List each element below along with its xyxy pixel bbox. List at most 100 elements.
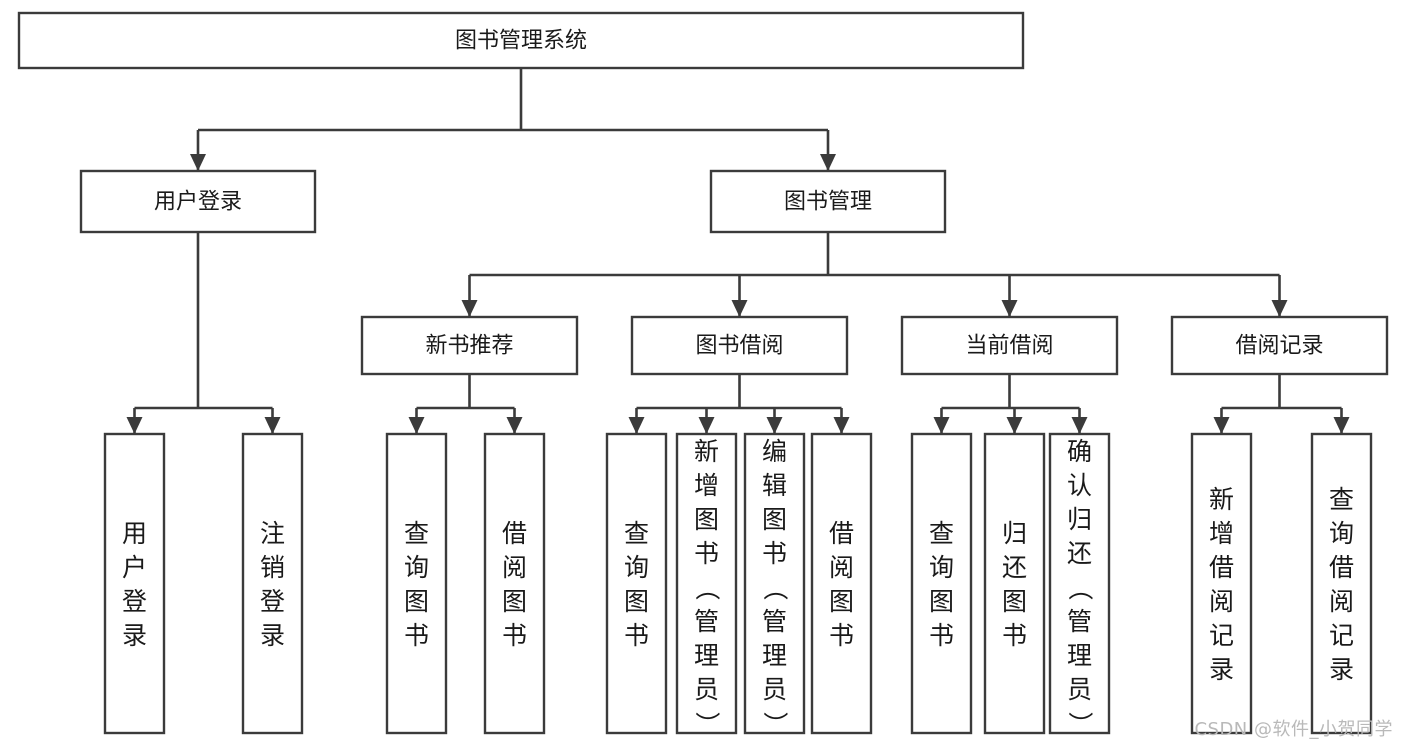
node-label-leaf-confirm-return-admin: ） xyxy=(1066,711,1095,736)
node-user-login[interactable]: 用户登录 xyxy=(79,169,317,234)
arrow-head-book-borrow-leaves-0 xyxy=(628,417,645,434)
node-label-leaf-add-book-admin: 书 xyxy=(694,539,719,568)
node-label-leaf-return-book: 归 xyxy=(1002,519,1027,548)
node-label-leaf-edit-book-admin: （ xyxy=(761,575,790,600)
node-box-user-login xyxy=(79,169,317,234)
arrow-head-current-borrow-leaves-0 xyxy=(933,417,950,434)
node-leaf-user-login[interactable]: 用户登录 xyxy=(103,432,166,735)
node-box-leaf-return-book xyxy=(983,432,1046,735)
node-label-leaf-query-borrow-record: 查 xyxy=(1329,485,1354,514)
node-label-leaf-query-book-borrow: 询 xyxy=(624,553,649,582)
node-label-leaf-query-borrow-record: 录 xyxy=(1329,655,1354,684)
node-label-leaf-add-borrow-record: 阅 xyxy=(1209,587,1234,616)
node-label-leaf-borrow-book-recommend: 阅 xyxy=(502,553,527,582)
node-label-leaf-add-borrow-record: 录 xyxy=(1209,655,1234,684)
arrow-head-book-manage-0 xyxy=(461,300,478,317)
node-label-leaf-add-book-admin: （ xyxy=(693,575,722,600)
node-label-leaf-confirm-return-admin: 还 xyxy=(1067,539,1092,568)
connector-group-root xyxy=(190,68,836,171)
node-box-leaf-query-borrow-record xyxy=(1310,432,1373,735)
node-book-borrow[interactable]: 图书借阅 xyxy=(630,315,849,376)
arrow-head-book-borrow-leaves-3 xyxy=(833,417,850,434)
node-label-leaf-edit-book-admin: 理 xyxy=(762,641,787,670)
arrow-head-book-manage-3 xyxy=(1271,300,1288,317)
node-label-leaf-add-book-admin: 员 xyxy=(694,675,719,704)
arrow-head-new-book-recommend-leaves-1 xyxy=(506,417,523,434)
arrow-head-current-borrow-leaves-1 xyxy=(1006,417,1023,434)
node-label-leaf-add-book-admin: 增 xyxy=(694,471,719,500)
node-label-root: 图书管理系统 xyxy=(455,29,587,54)
node-label-leaf-confirm-return-admin: 归 xyxy=(1067,505,1092,534)
node-label-leaf-edit-book-admin: 书 xyxy=(762,539,787,568)
node-root[interactable]: 图书管理系统 xyxy=(17,11,1025,70)
node-label-leaf-borrow-book-recommend: 借 xyxy=(502,519,527,548)
node-label-leaf-user-login: 用 xyxy=(122,519,147,548)
node-box-borrow-record xyxy=(1170,315,1389,376)
node-label-leaf-user-login: 登 xyxy=(122,587,147,616)
node-label-leaf-query-borrow-record: 阅 xyxy=(1329,587,1354,616)
node-label-leaf-add-borrow-record: 记 xyxy=(1209,621,1234,650)
node-label-leaf-add-borrow-record: 新 xyxy=(1209,485,1234,514)
node-box-leaf-borrow-book xyxy=(810,432,873,735)
arrow-head-book-borrow-leaves-2 xyxy=(766,417,783,434)
node-label-leaf-logout-login: 注 xyxy=(260,519,285,548)
node-label-current-borrow: 当前借阅 xyxy=(965,334,1053,359)
arrow-head-current-borrow-leaves-2 xyxy=(1071,417,1088,434)
node-new-book-recommend[interactable]: 新书推荐 xyxy=(360,315,579,376)
node-box-leaf-query-book-recommend xyxy=(385,432,448,735)
node-label-leaf-borrow-book: 借 xyxy=(829,519,854,548)
arrow-head-root-0 xyxy=(190,154,206,171)
node-borrow-record[interactable]: 借阅记录 xyxy=(1170,315,1389,376)
node-label-leaf-confirm-return-admin: 认 xyxy=(1067,471,1092,500)
connector-group-user-login-leaves xyxy=(126,232,281,434)
node-label-leaf-borrow-book-recommend: 图 xyxy=(502,587,527,616)
node-label-leaf-borrow-book: 书 xyxy=(829,621,854,650)
node-label-leaf-confirm-return-admin: 理 xyxy=(1067,641,1092,670)
connector-group-new-book-recommend-leaves xyxy=(408,374,523,434)
node-label-leaf-borrow-book: 图 xyxy=(829,587,854,616)
node-label-leaf-add-book-admin: 图 xyxy=(694,505,719,534)
node-label-leaf-query-book-current: 询 xyxy=(929,553,954,582)
node-label-leaf-query-book-recommend: 图 xyxy=(404,587,429,616)
connector-group-book-manage xyxy=(461,232,1288,317)
connector-group-book-borrow-leaves xyxy=(628,374,850,434)
node-label-leaf-edit-book-admin: 员 xyxy=(762,675,787,704)
connector-group-current-borrow-leaves xyxy=(933,374,1088,434)
node-box-book-borrow xyxy=(630,315,849,376)
node-book-manage[interactable]: 图书管理 xyxy=(709,169,947,234)
node-box-leaf-borrow-book-recommend xyxy=(483,432,546,735)
node-label-leaf-return-book: 还 xyxy=(1002,553,1027,582)
node-label-leaf-query-book-current: 查 xyxy=(929,519,954,548)
node-label-leaf-add-book-admin: 理 xyxy=(694,641,719,670)
node-label-leaf-logout-login: 录 xyxy=(260,621,285,650)
node-box-root xyxy=(17,11,1025,70)
arrow-head-book-manage-1 xyxy=(731,300,748,317)
node-label-leaf-edit-book-admin: 图 xyxy=(762,505,787,534)
node-current-borrow[interactable]: 当前借阅 xyxy=(900,315,1119,376)
node-box-book-manage xyxy=(709,169,947,234)
node-label-leaf-query-book-current: 图 xyxy=(929,587,954,616)
node-label-leaf-confirm-return-admin: 员 xyxy=(1067,675,1092,704)
arrow-head-book-borrow-leaves-1 xyxy=(698,417,715,434)
node-label-leaf-confirm-return-admin: （ xyxy=(1066,575,1095,600)
arrow-head-user-login-leaves-1 xyxy=(264,417,281,434)
node-label-leaf-query-borrow-record: 询 xyxy=(1329,519,1354,548)
node-label-leaf-add-book-admin: 管 xyxy=(694,607,719,636)
node-label-leaf-edit-book-admin: ） xyxy=(761,711,790,736)
node-label-borrow-record: 借阅记录 xyxy=(1235,334,1323,359)
node-box-new-book-recommend xyxy=(360,315,579,376)
arrow-head-borrow-record-leaves-1 xyxy=(1333,417,1350,434)
